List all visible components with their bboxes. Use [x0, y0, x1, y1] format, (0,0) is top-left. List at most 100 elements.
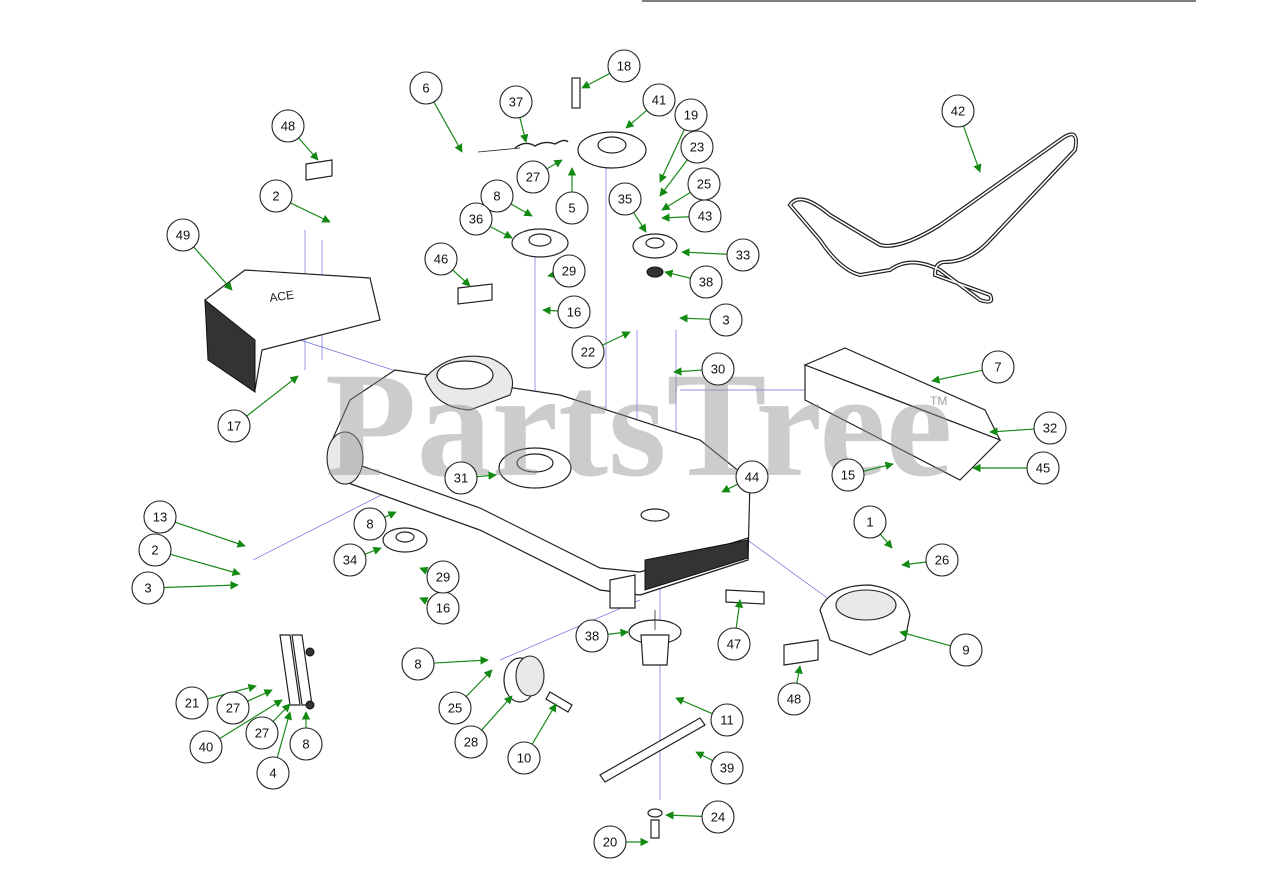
callout-number: 34	[343, 553, 357, 568]
leader-line-41	[625, 109, 648, 129]
baffle-plates	[803, 347, 1002, 481]
leader-line-29	[547, 270, 557, 279]
callout-29: 29	[426, 560, 460, 594]
leader-line-31	[476, 471, 497, 480]
callout-circle	[499, 85, 533, 119]
callout-circle	[688, 199, 722, 233]
callout-number: 4	[269, 766, 276, 781]
callout-40: 40	[189, 730, 223, 764]
callout-number: 5	[568, 201, 575, 216]
leader-line-37	[519, 117, 529, 143]
callout-number: 42	[951, 104, 965, 119]
callout-number: 19	[684, 108, 698, 123]
leader-line-27	[546, 159, 563, 170]
callout-1: 1	[853, 505, 887, 539]
callout-circle	[575, 619, 609, 653]
callout-number: 11	[720, 713, 734, 728]
callout-30: 30	[701, 352, 735, 386]
callout-number: 45	[1036, 461, 1050, 476]
callout-circle	[726, 238, 760, 272]
leader-line-39	[695, 751, 714, 762]
callout-8: 8	[480, 179, 514, 213]
callout-circle	[409, 71, 443, 105]
callout-20: 20	[593, 825, 627, 859]
leader-line-44	[721, 483, 738, 493]
callout-number: 6	[422, 81, 429, 96]
callout-circle	[131, 571, 165, 605]
callout-27: 27	[245, 716, 279, 750]
discharge-chute: ACE	[204, 269, 381, 393]
callout-25: 25	[438, 691, 472, 725]
callout-circle	[189, 730, 223, 764]
callout-circle	[701, 352, 735, 386]
callout-41: 41	[642, 83, 676, 117]
callout-47: 47	[717, 627, 751, 661]
callout-number: 8	[493, 189, 500, 204]
callout-8: 8	[401, 647, 435, 681]
callout-49: 49	[166, 218, 200, 252]
leader-line-7	[931, 369, 983, 384]
callout-31: 31	[444, 461, 478, 495]
leader-line-13	[174, 521, 246, 548]
leader-line-25	[661, 191, 691, 211]
callout-circle	[701, 800, 735, 834]
callout-circle	[480, 179, 514, 213]
callout-circle	[271, 109, 305, 143]
callout-circle	[607, 49, 641, 83]
callout-circle	[424, 242, 458, 276]
callout-circle	[516, 160, 550, 194]
leader-line-8	[384, 511, 397, 519]
callout-number: 1	[866, 515, 873, 530]
callout-9: 9	[949, 633, 983, 667]
callout-number: 20	[603, 835, 617, 850]
leader-line-2	[170, 553, 241, 576]
leader-line-33	[681, 248, 728, 257]
callout-circle	[333, 543, 367, 577]
callout-28: 28	[454, 725, 488, 759]
leader-line-17	[246, 375, 299, 417]
callout-circle	[709, 303, 743, 337]
idler-arm	[477, 77, 581, 153]
callout-number: 8	[414, 657, 421, 672]
callout-circle	[444, 461, 478, 495]
callout-number: 46	[434, 252, 448, 267]
leader-line-32	[989, 427, 1035, 436]
leader-line-2	[290, 202, 331, 223]
callout-16: 16	[426, 591, 460, 625]
leader-line-26	[901, 559, 927, 569]
callout-number: 30	[711, 362, 725, 377]
leader-line-25	[465, 669, 493, 697]
callout-circle	[507, 741, 541, 775]
callout-3: 3	[709, 303, 743, 337]
leader-line-24	[665, 811, 703, 820]
callout-4: 4	[256, 756, 290, 790]
callout-circle	[143, 500, 177, 534]
callout-number: 44	[745, 470, 759, 485]
callout-circle	[426, 560, 460, 594]
idler-bracket	[279, 634, 315, 710]
callout-circle	[256, 756, 290, 790]
callout-circle	[138, 533, 172, 567]
callout-circle	[571, 335, 605, 369]
callout-circle	[689, 265, 723, 299]
leader-line-27	[247, 689, 273, 702]
callout-number: 26	[935, 553, 949, 568]
leader-line-22	[602, 331, 631, 346]
callout-26: 26	[925, 543, 959, 577]
callout-number: 2	[272, 189, 279, 204]
leader-line-10	[531, 703, 557, 745]
callout-circle	[289, 727, 323, 761]
callout-number: 13	[153, 510, 167, 525]
callout-circle	[557, 295, 591, 329]
callout-number: 43	[698, 209, 712, 224]
callout-number: 7	[994, 360, 1001, 375]
callout-number: 31	[454, 471, 468, 486]
callout-number: 8	[302, 737, 309, 752]
callout-circle	[259, 179, 293, 213]
callout-10: 10	[507, 741, 541, 775]
callout-number: 9	[962, 643, 969, 658]
callout-38: 38	[689, 265, 723, 299]
leader-line-3	[679, 314, 711, 323]
callout-number: 38	[699, 275, 713, 290]
